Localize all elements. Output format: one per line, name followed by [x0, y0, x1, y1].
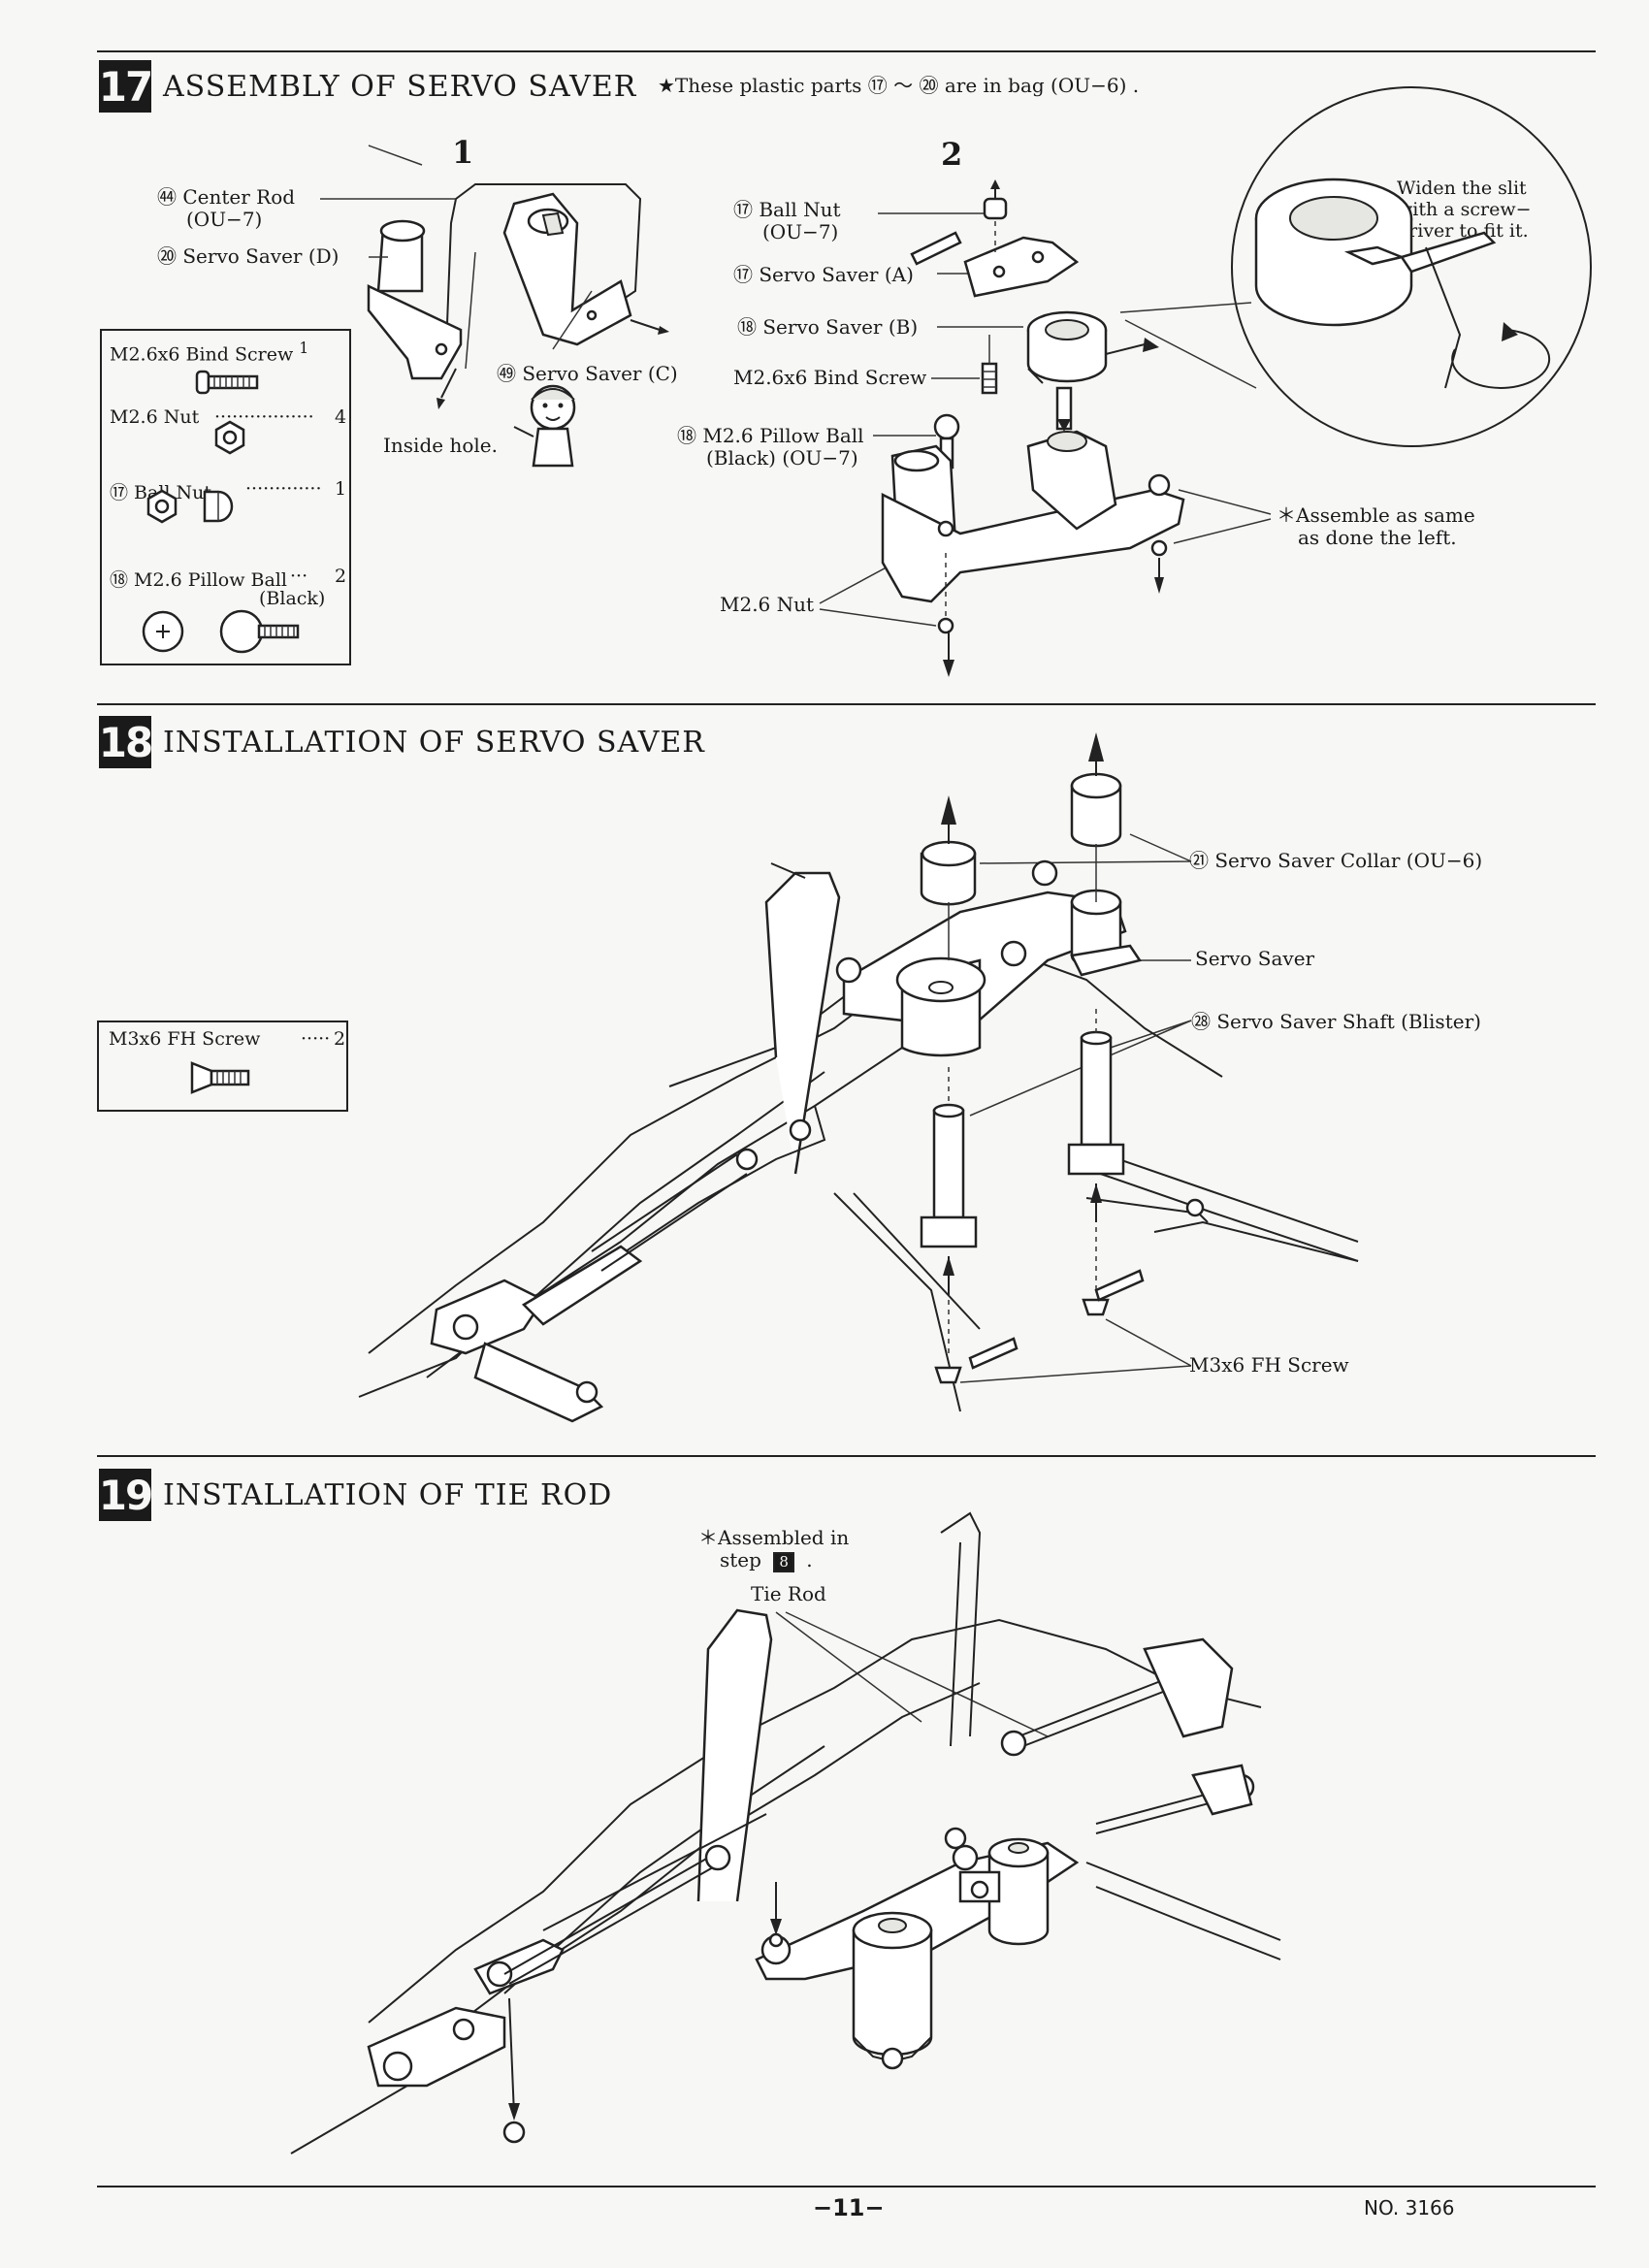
center-rod-label: ㊹ Center Rod (OU−7): [157, 185, 296, 231]
nut-icon: [214, 420, 245, 455]
section-number: 17: [99, 60, 153, 113]
parts-box-17-icons: [142, 370, 300, 654]
section-17-header: 17 ASSEMBLY OF SERVO SAVER: [99, 60, 636, 113]
assembled-step-note: ＊Assembled in step 8 .: [698, 1526, 850, 1573]
widen-slit-note: Widen the slit with a screw− driver to f…: [1397, 178, 1532, 242]
bind-screw-row: M2.6x6 Bind Screw 1: [110, 339, 309, 366]
section-19-header: 19 INSTALLATION OF TIE ROD: [99, 1469, 612, 1521]
section-title: ASSEMBLY OF SERVO SAVER: [163, 69, 637, 104]
assemble-note: ＊Assemble as same as done the left.: [1277, 503, 1475, 549]
servo-saver-b-label: ⑱ Servo Saver (B): [737, 315, 919, 339]
tie-rod-drawing: [290, 1511, 1281, 2155]
pillow-ball-label: ⑱ M2.6 Pillow Ball (Black) (OU−7): [677, 424, 864, 470]
fh-screw-row: M3x6 FH Screw ····· 2: [109, 1028, 346, 1050]
tie-rod-label: Tie Rod: [751, 1582, 826, 1605]
servo-saver-label: Servo Saver: [1195, 947, 1315, 970]
section-separator-19: [97, 1455, 1596, 1457]
bind-screw-label: M2.6x6 Bind Screw: [733, 366, 927, 389]
servo-saver-collar-label: ㉑ Servo Saver Collar (OU−6): [1189, 849, 1483, 872]
section-18-header: 18 INSTALLATION OF SERVO SAVER: [99, 716, 705, 768]
pillow-ball-icon: [142, 609, 300, 654]
servo-saver-step1-drawing: [367, 145, 669, 468]
pillow-ball-color: (Black): [259, 588, 326, 609]
nut-label: M2.6 Nut: [720, 593, 815, 616]
chassis-servo-saver-drawing: [358, 732, 1359, 1423]
section-separator-18: [97, 703, 1596, 705]
inside-hole-label: Inside hole.: [383, 434, 498, 457]
section-title: INSTALLATION OF SERVO SAVER: [163, 725, 705, 760]
bind-screw-icon: [195, 370, 259, 395]
servo-saver-c-label: ㊾ Servo Saver (C): [497, 362, 678, 385]
nut-row: M2.6 Nut ················· 4: [110, 406, 347, 428]
bottom-rule: [97, 2186, 1596, 2187]
plastic-parts-note: ★These plastic parts ⑰ ～ ⑳ are in bag (O…: [658, 74, 1140, 97]
step-2-number: 2: [941, 136, 963, 173]
section-number: 18: [99, 716, 153, 768]
fh-screw-icon: [190, 1061, 250, 1094]
document-number: NO. 3166: [1364, 2196, 1455, 2219]
step-1-number: 1: [452, 134, 474, 171]
fh-screw-label: M3x6 FH Screw: [1189, 1353, 1349, 1377]
ball-nut-label: ⑰ Ball Nut (OU−7): [733, 198, 841, 243]
servo-saver-step2-drawing: [819, 86, 1592, 677]
leader-lines-step1: [320, 198, 593, 350]
pillow-ball-row: ⑱ M2.6 Pillow Ball ··· 2: [110, 566, 347, 591]
servo-saver-d-label: ⑳ Servo Saver (D): [157, 244, 340, 268]
mascot-icon: [513, 384, 576, 468]
section-number: 19: [99, 1469, 153, 1521]
section-title: INSTALLATION OF TIE ROD: [163, 1477, 613, 1512]
parts-box-18: M3x6 FH Screw ····· 2: [97, 1021, 348, 1112]
ball-nut-icon: [146, 489, 234, 524]
top-rule: [97, 50, 1596, 52]
servo-saver-shaft-label: ㉘ Servo Saver Shaft (Blister): [1191, 1010, 1481, 1033]
servo-saver-a-label: ⑰ Servo Saver (A): [733, 263, 914, 286]
page-number: −11−: [813, 2194, 885, 2221]
